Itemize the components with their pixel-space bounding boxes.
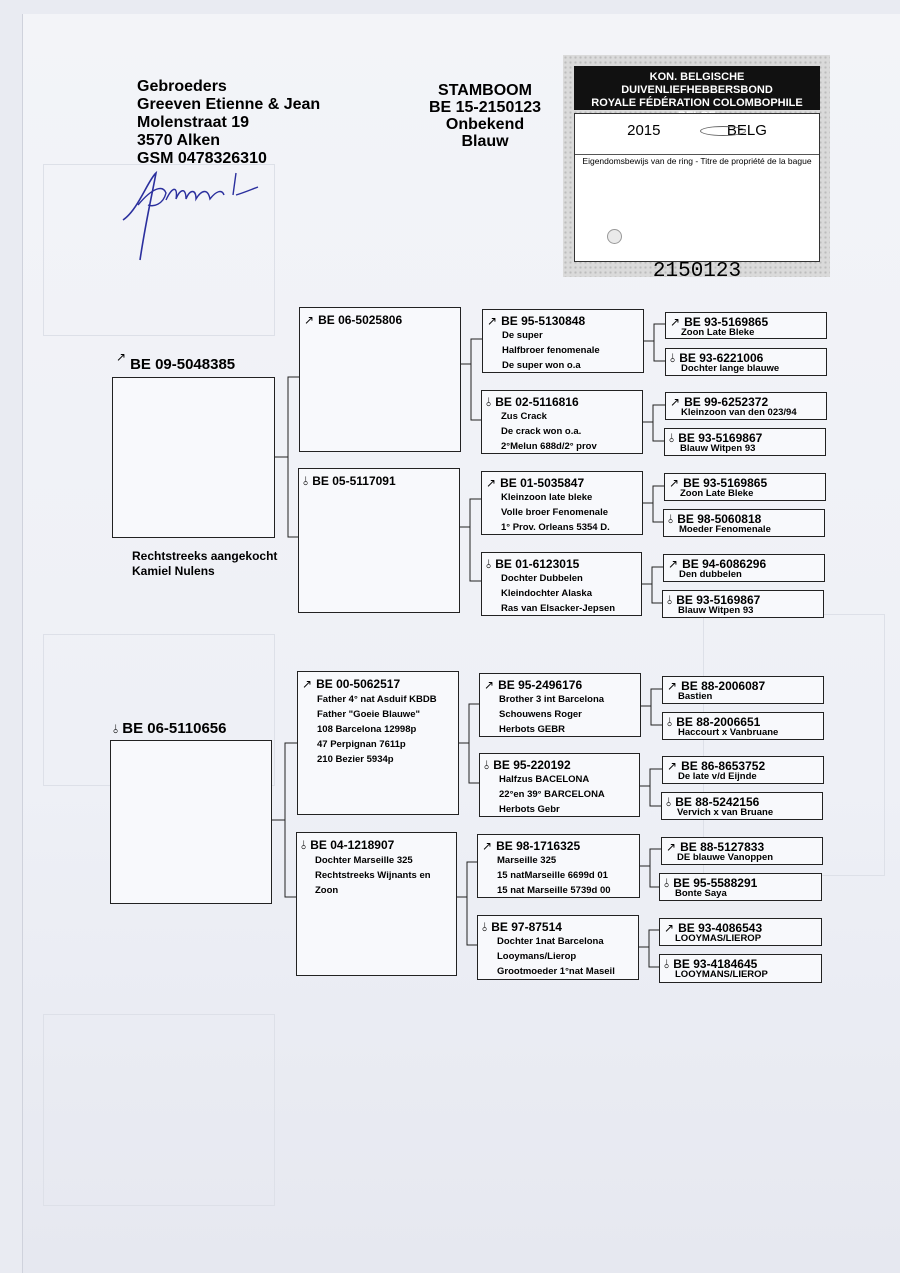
female-symbol-icon: ⫰ [669, 431, 675, 445]
grandparent-card: ↗BE 00-5062517 Father 4° nat Asduif KBDB… [297, 671, 459, 815]
ring-certificate: KON. BELGISCHE DUIVENLIEFHEBBERSBOND ROY… [563, 55, 830, 283]
ring-number: 2150123 [652, 260, 742, 283]
gen4-card: ↗BE 93-4086543 LOOYMAS/LIEROP [659, 918, 822, 946]
great-grandparent-card: ↗BE 95-5130848 De super Halfbroer fenome… [482, 309, 644, 373]
great-grandparent-card: ⫰BE 97-87514 Dochter 1nat Barcelona Looy… [477, 915, 639, 980]
owner-line: Gebroeders [137, 78, 227, 95]
gen4-card: ↗BE 88-2006087 Bastien [662, 676, 824, 704]
grandparent-notes: Father 4° nat Asduif KBDB Father "Goeie … [317, 694, 437, 765]
male-symbol-icon: ↗ [668, 557, 679, 571]
male-symbol-icon: ↗ [482, 839, 493, 853]
sire-photo-box [112, 377, 275, 538]
gen4-card: ↗BE 93-5169865 Zoon Late Bleke [664, 473, 826, 501]
gen4-card: ↗BE 93-5169865 Zoon Late Bleke [665, 312, 827, 339]
male-symbol-icon: ↗ [302, 677, 313, 691]
male-symbol-icon: ↗ [670, 395, 681, 409]
male-symbol-icon: ↗ [486, 476, 497, 490]
male-symbol-icon: ↗ [116, 350, 127, 364]
sire-note: Rechtstreeks aangekocht Kamiel Nulens [132, 549, 278, 578]
female-symbol-icon: ⫰ [303, 474, 309, 488]
owner-line: Greeven Etienne & Jean [137, 96, 321, 113]
male-symbol-icon: ↗ [666, 840, 677, 854]
grandparent-ring: BE 05-5117091 [312, 474, 396, 488]
male-symbol-icon: ↗ [304, 313, 315, 327]
federation-header: KON. BELGISCHE DUIVENLIEFHEBBERSBOND ROY… [574, 66, 820, 122]
ring-year: 2015 [627, 122, 661, 139]
grandparent-ring: BE 04-1218907 [310, 838, 395, 852]
grandparent-card: ⫰BE 04-1218907 Dochter Marseille 325 Rec… [296, 832, 457, 976]
female-symbol-icon: ⫰ [482, 920, 488, 934]
certificate-body: 2015 BELG Eigendomsbewijs van de ring - … [574, 113, 820, 283]
male-symbol-icon: ↗ [667, 679, 678, 693]
reverse-print-ghost [43, 1014, 275, 1206]
owner-line: Molenstraat 19 [137, 114, 250, 131]
gen4-card: ⫰BE 88-2006651 Haccourt x Vanbruane [662, 712, 824, 740]
gen4-card: ↗BE 88-5127833 DE blauwe Vanoppen [661, 837, 823, 865]
gen4-card: ↗BE 94-6086296 Den dubbelen [663, 554, 825, 582]
grandparent-card: ↗BE 06-5025806 [299, 307, 461, 452]
gen4-card: ⫰BE 88-5242156 Vervich x van Bruane [661, 792, 823, 820]
grandparent-ring: BE 06-5025806 [318, 313, 403, 327]
great-grandparent-card: ↗BE 98-1716325 Marseille 325 15 natMarse… [477, 834, 640, 898]
female-symbol-icon: ⫰ [301, 838, 307, 852]
female-symbol-icon: ⫰ [664, 876, 670, 890]
owner-address: Gebroeders Greeven Etienne & Jean Molens… [137, 78, 320, 168]
federation-name-nl: KON. BELGISCHE DUIVENLIEFHEBBERSBOND [621, 71, 773, 96]
punch-hole-icon [607, 229, 622, 244]
ring-icon [700, 126, 746, 136]
pedigree-header: STAMBOOM BE 15-2150123 Onbekend Blauw [400, 82, 570, 150]
gen4-card: ↗BE 86-8653752 De late v/d Eijnde [662, 756, 824, 784]
female-symbol-icon: ⫰ [486, 395, 492, 409]
female-symbol-icon: ⫰ [666, 795, 672, 809]
great-grandparent-card: ⫰BE 02-5116816 Zus Crack De crack won o.… [481, 390, 643, 454]
male-symbol-icon: ↗ [670, 315, 681, 329]
male-symbol-icon: ↗ [484, 678, 495, 692]
ownership-text: Eigendomsbewijs van de ring - Titre de p… [575, 154, 819, 166]
female-symbol-icon: ⫰ [670, 351, 676, 365]
gen4-card: ⫰BE 98-5060818 Moeder Fenomenale [663, 509, 825, 537]
owner-phone: GSM 0478326310 [137, 150, 267, 167]
female-symbol-icon: ⫰ [484, 758, 490, 772]
male-symbol-icon: ↗ [667, 759, 678, 773]
sire-ring: ↗BE 09-5048385 [116, 350, 236, 373]
grandparent-card: ⫰BE 05-5117091 [298, 468, 460, 613]
male-symbol-icon: ↗ [669, 476, 680, 490]
female-symbol-icon: ⫰ [113, 722, 119, 736]
female-symbol-icon: ⫰ [664, 957, 670, 971]
great-grandparent-card: ⫰BE 95-220192 Halfzus BACELONA 22°en 39°… [479, 753, 640, 817]
great-grandparent-card: ↗BE 95-2496176 Brother 3 int Barcelona S… [479, 673, 641, 737]
female-symbol-icon: ⫰ [486, 557, 492, 571]
gen4-card: ⫰BE 93-5169867 Blauw Witpen 93 [664, 428, 826, 456]
gen4-card: ⫰BE 93-6221006 Dochter lange blauwe [665, 348, 827, 376]
great-grandparent-card: ⫰BE 01-6123015 Dochter Dubbelen Kleindoc… [481, 552, 642, 616]
pigeon-name: Onbekend [445, 116, 525, 133]
grandparent-ring: BE 00-5062517 [316, 677, 401, 691]
reverse-print-ghost [43, 164, 275, 336]
owner-line: 3570 Alken [137, 132, 221, 149]
pigeon-color: Blauw [461, 133, 509, 150]
gen4-card: ⫰BE 95-5588291 Bonte Saya [659, 873, 822, 901]
female-symbol-icon: ⫰ [667, 593, 673, 607]
grandparent-notes: Dochter Marseille 325 Rechtstreeks Wijna… [315, 855, 431, 896]
gen4-card: ↗BE 99-6252372 Kleinzoon van den 023/94 [665, 392, 827, 420]
dam-ring: ⫰BE 06-5110656 [113, 720, 227, 737]
page-title: STAMBOOM [438, 82, 532, 99]
great-grandparent-card: ↗BE 01-5035847 Kleinzoon late bleke Voll… [481, 471, 643, 535]
male-symbol-icon: ↗ [664, 921, 675, 935]
female-symbol-icon: ⫰ [668, 512, 674, 526]
female-symbol-icon: ⫰ [667, 715, 673, 729]
dam-photo-box [110, 740, 272, 904]
gen4-card: ⫰BE 93-5169867 Blauw Witpen 93 [662, 590, 824, 618]
pigeon-ring: BE 15-2150123 [428, 99, 542, 116]
handwritten-signature [122, 170, 259, 261]
male-symbol-icon: ↗ [487, 314, 498, 328]
gen4-card: ⫰BE 93-4184645 LOOYMANS/LIEROP [659, 954, 822, 983]
